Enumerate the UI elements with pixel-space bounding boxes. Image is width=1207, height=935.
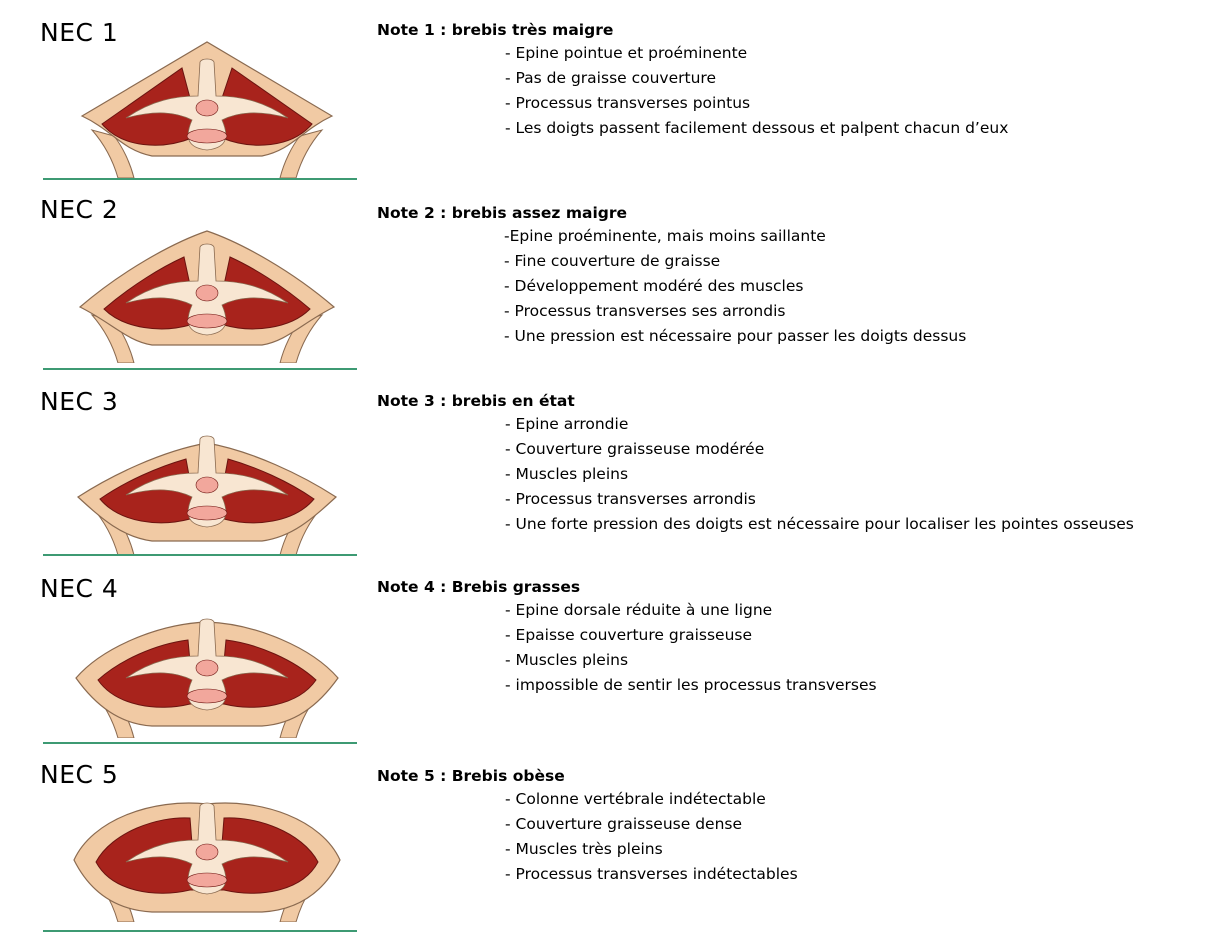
spinal-cord — [196, 100, 218, 116]
spine-cross-section-nec-1 — [62, 38, 352, 178]
note-item: - Epine dorsale réduite à une ligne — [505, 598, 877, 623]
vertebral-body — [187, 129, 227, 143]
note-item: - Une pression est nécessaire pour passe… — [504, 324, 966, 349]
note-item: - Développement modéré des muscles — [504, 274, 966, 299]
vertebral-body — [187, 314, 227, 328]
spine-cross-section-nec-3 — [62, 415, 352, 555]
note-item: - Processus transverses indétectables — [505, 862, 798, 887]
note-item: - Processus transverses ses arrondis — [504, 299, 966, 324]
note-item: - Muscles pleins — [505, 462, 1134, 487]
note-item: - Epine arrondie — [505, 412, 1134, 437]
section-divider — [43, 368, 357, 370]
note-item: - Pas de graisse couverture — [505, 66, 1008, 91]
note-item: - Les doigts passent facilement dessous … — [505, 116, 1008, 141]
nec-label: NEC 2 — [40, 195, 118, 225]
spine-cross-section-nec-2 — [62, 223, 352, 363]
nec-label: NEC 3 — [40, 387, 118, 417]
note-block-3: Note 3 : brebis en état - Epine arrondie… — [377, 391, 1134, 537]
note-item: - Muscles pleins — [505, 648, 877, 673]
note-item: - Une forte pression des doigts est néce… — [505, 512, 1134, 537]
note-item: - Muscles très pleins — [505, 837, 798, 862]
note-item: - Colonne vertébrale indétectable — [505, 787, 798, 812]
note-title: Note 3 : brebis en état — [377, 391, 1134, 412]
spine-cross-section-nec-4 — [62, 598, 352, 738]
spinal-cord — [196, 477, 218, 493]
spinal-cord — [196, 285, 218, 301]
section-divider — [43, 742, 357, 744]
section-divider — [43, 554, 357, 556]
note-item: - Couverture graisseuse dense — [505, 812, 798, 837]
note-block-2: Note 2 : brebis assez maigre -Epine proé… — [377, 203, 966, 349]
note-title: Note 2 : brebis assez maigre — [377, 203, 966, 224]
note-block-1: Note 1 : brebis très maigre - Epine poin… — [377, 20, 1008, 141]
note-item: -Epine proéminente, mais moins saillante — [504, 224, 966, 249]
vertebral-body — [187, 873, 227, 887]
note-item: - Processus transverses pointus — [505, 91, 1008, 116]
spinal-cord — [196, 660, 218, 676]
note-block-5: Note 5 : Brebis obèse - Colonne vertébra… — [377, 766, 798, 887]
note-item: - Epaisse couverture graisseuse — [505, 623, 877, 648]
note-item: - Processus transverses arrondis — [505, 487, 1134, 512]
note-title: Note 5 : Brebis obèse — [377, 766, 798, 787]
section-divider — [43, 178, 357, 180]
vertebral-body — [187, 506, 227, 520]
note-block-4: Note 4 : Brebis grasses - Epine dorsale … — [377, 577, 877, 698]
spinal-cord — [196, 844, 218, 860]
note-item: - Epine pointue et proéminente — [505, 41, 1008, 66]
vertebral-body — [187, 689, 227, 703]
section-divider — [43, 930, 357, 932]
note-item: - Couverture graisseuse modérée — [505, 437, 1134, 462]
spine-cross-section-nec-5 — [62, 782, 352, 922]
note-item: - Fine couverture de graisse — [504, 249, 966, 274]
note-item: - impossible de sentir les processus tra… — [505, 673, 877, 698]
note-title: Note 4 : Brebis grasses — [377, 577, 877, 598]
note-title: Note 1 : brebis très maigre — [377, 20, 1008, 41]
